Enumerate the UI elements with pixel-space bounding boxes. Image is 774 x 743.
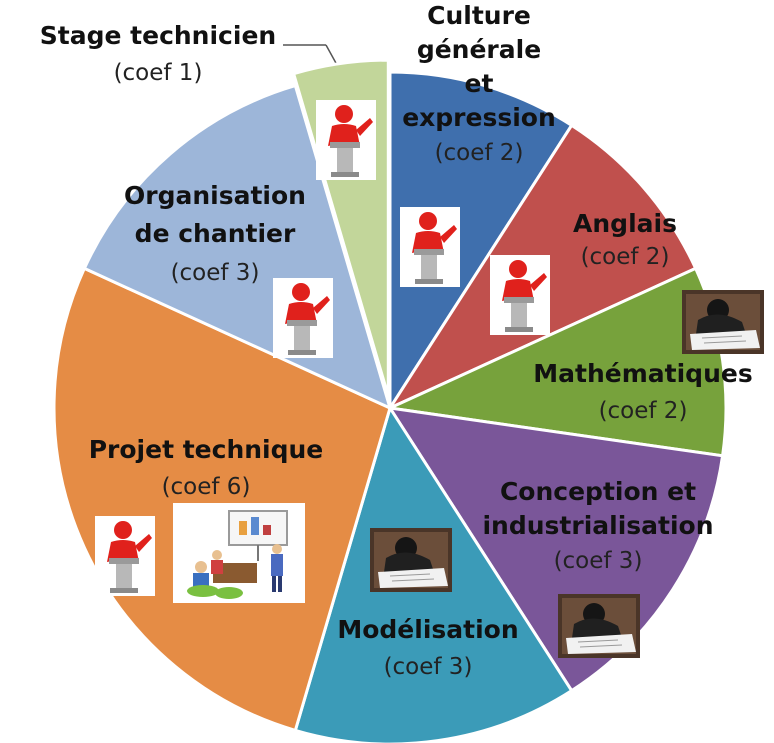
- slice-name-line: Mathématiques: [533, 359, 752, 388]
- slice-coef-label: (coef 1): [114, 60, 203, 86]
- exam-photo-icon: [681, 289, 765, 355]
- slice-name-line: Organisation: [124, 181, 306, 210]
- slice-name-line: expression: [402, 103, 556, 132]
- pie-slice-culture-generale-et-expression: [388, 70, 574, 414]
- speaker-icon: [273, 278, 333, 358]
- slice-label-organisation-de-chantier: Organisation de chantier (coef 3): [124, 181, 306, 286]
- slice-label-projet-technique: Projet technique (coef 6): [89, 435, 324, 500]
- slice-name-line: Stage technicien: [40, 21, 276, 50]
- slice-name-line: de chantier: [135, 219, 296, 248]
- slice-name-line: Modélisation: [337, 615, 518, 644]
- slice-coef-label: (coef 2): [435, 140, 524, 166]
- slice-label-mathematiques: Mathématiques (coef 2): [533, 359, 752, 424]
- pie-slice-mathematiques: [384, 266, 728, 458]
- slice-label-culture-generale-et-expression: Culture générale et expression (coef 2): [402, 1, 556, 166]
- slice-coef-label: (coef 2): [581, 244, 670, 270]
- slice-label-stage-technicien: Stage technicien (coef 1): [40, 21, 276, 86]
- slice-label-anglais: Anglais (coef 2): [573, 209, 677, 270]
- slice-label-conception-et-industrialisation: Conception et industrialisation (coef 3): [482, 477, 713, 574]
- pie-slice-projet-technique: [52, 266, 392, 733]
- slice-coef-label: (coef 6): [162, 474, 251, 500]
- slice-coef-label: (coef 3): [171, 260, 260, 286]
- exam-photo-icon: [369, 527, 453, 593]
- slice-coef-label: (coef 3): [554, 548, 643, 574]
- slice-name-line: Projet technique: [89, 435, 324, 464]
- slice-coef-label: (coef 2): [599, 398, 688, 424]
- slice-name-line: et: [465, 69, 494, 98]
- speaker-icon: [400, 207, 460, 287]
- slice-name-line: Culture: [427, 1, 531, 30]
- speaker-icon: [95, 516, 155, 596]
- speaker-icon: [316, 100, 376, 180]
- slice-name-line: industrialisation: [482, 511, 713, 540]
- slice-name-line: générale: [417, 35, 541, 64]
- slice-name-line: Conception et: [500, 477, 696, 506]
- presentation-icon: [172, 502, 306, 604]
- slice-coef-label: (coef 3): [384, 654, 473, 680]
- exam-photo-icon: [557, 593, 641, 659]
- slice-label-modelisation: Modélisation (coef 3): [337, 615, 518, 680]
- slice-name-line: Anglais: [573, 209, 677, 238]
- speaker-icon: [490, 255, 550, 335]
